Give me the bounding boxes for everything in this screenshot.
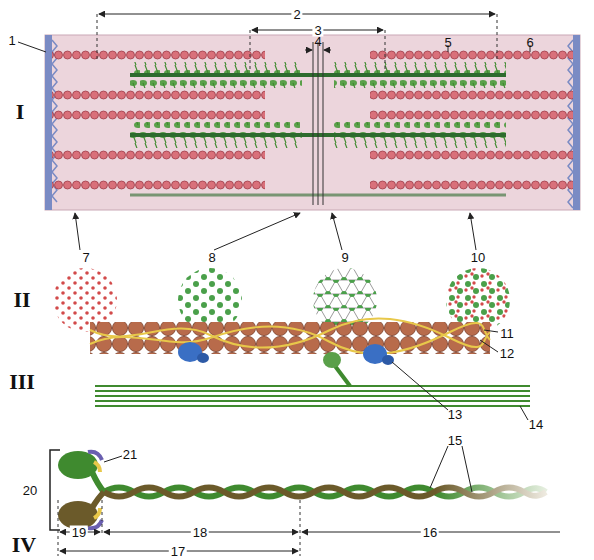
callout-number: 10 <box>471 251 485 264</box>
panel-numeral: III <box>9 371 35 393</box>
callout-number: 5 <box>444 36 451 49</box>
panel-numeral: II <box>13 289 30 311</box>
callout-number: 11 <box>500 327 514 340</box>
callout-number: 4 <box>314 35 321 48</box>
panel-numeral: I <box>16 101 25 123</box>
callout-number: 15 <box>448 434 462 447</box>
callout-number: 8 <box>208 251 215 264</box>
callout-number: 14 <box>529 418 543 431</box>
callout-number: 21 <box>123 448 137 461</box>
callout-number: 20 <box>23 484 37 497</box>
callout-number: 19 <box>70 526 88 539</box>
callout-number: 2 <box>291 8 302 21</box>
callout-number: 13 <box>448 408 462 421</box>
callout-number: 6 <box>526 36 533 49</box>
callout-number: 17 <box>169 545 187 558</box>
callout-number: 12 <box>500 347 514 360</box>
callout-number: 18 <box>191 526 209 539</box>
callout-number: 7 <box>82 251 89 264</box>
callout-number: 16 <box>421 526 439 539</box>
callout-number: 9 <box>341 251 348 264</box>
panel-numeral: IV <box>12 534 36 556</box>
callout-number: 1 <box>8 34 15 47</box>
